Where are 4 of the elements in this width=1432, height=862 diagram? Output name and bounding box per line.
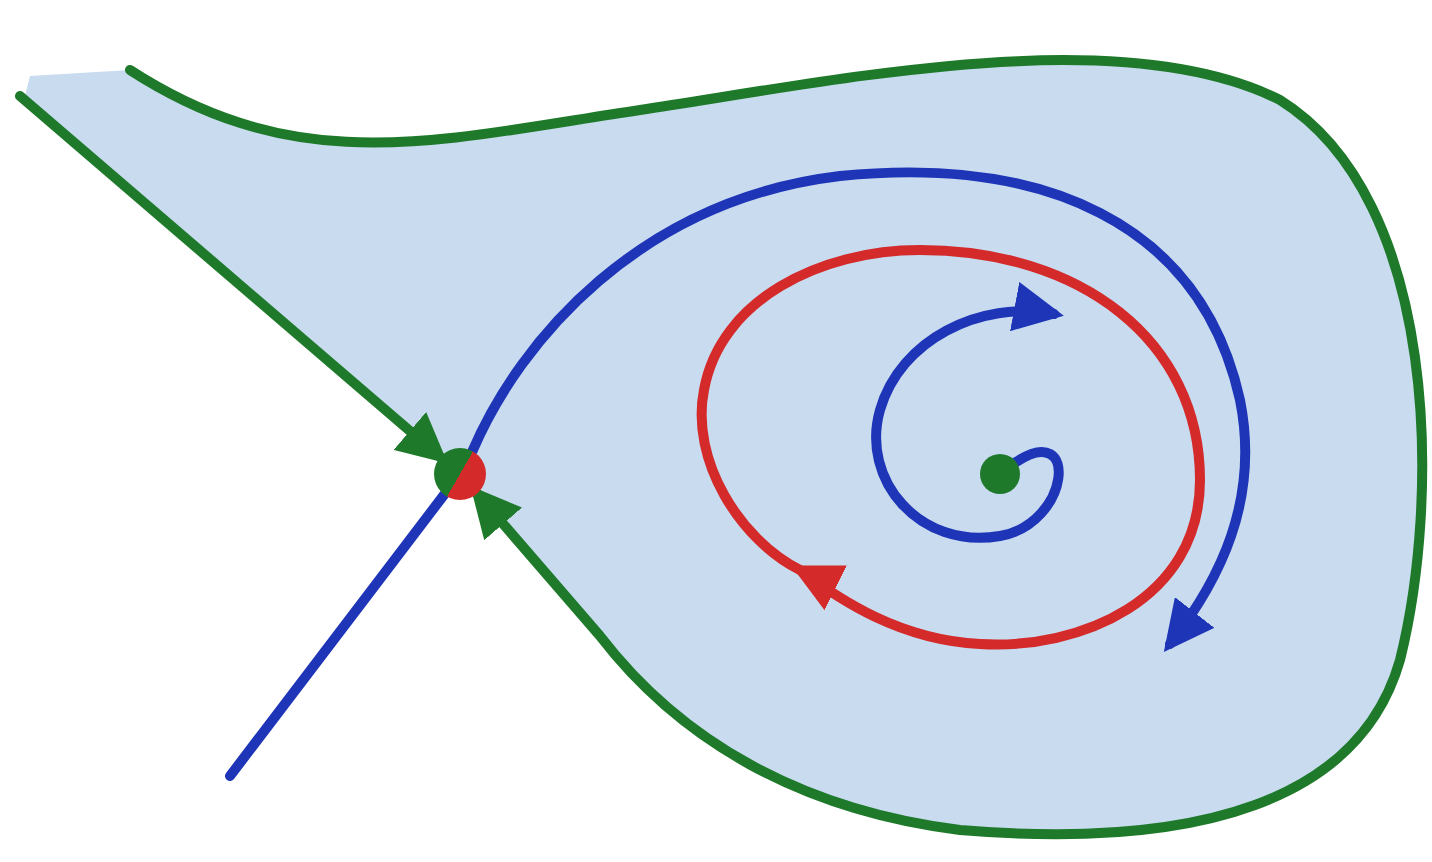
trajectory bbox=[225, 489, 450, 781]
trajectory bbox=[15, 91, 448, 464]
trajectory bbox=[871, 284, 1064, 543]
trajectory bbox=[467, 167, 1251, 652]
